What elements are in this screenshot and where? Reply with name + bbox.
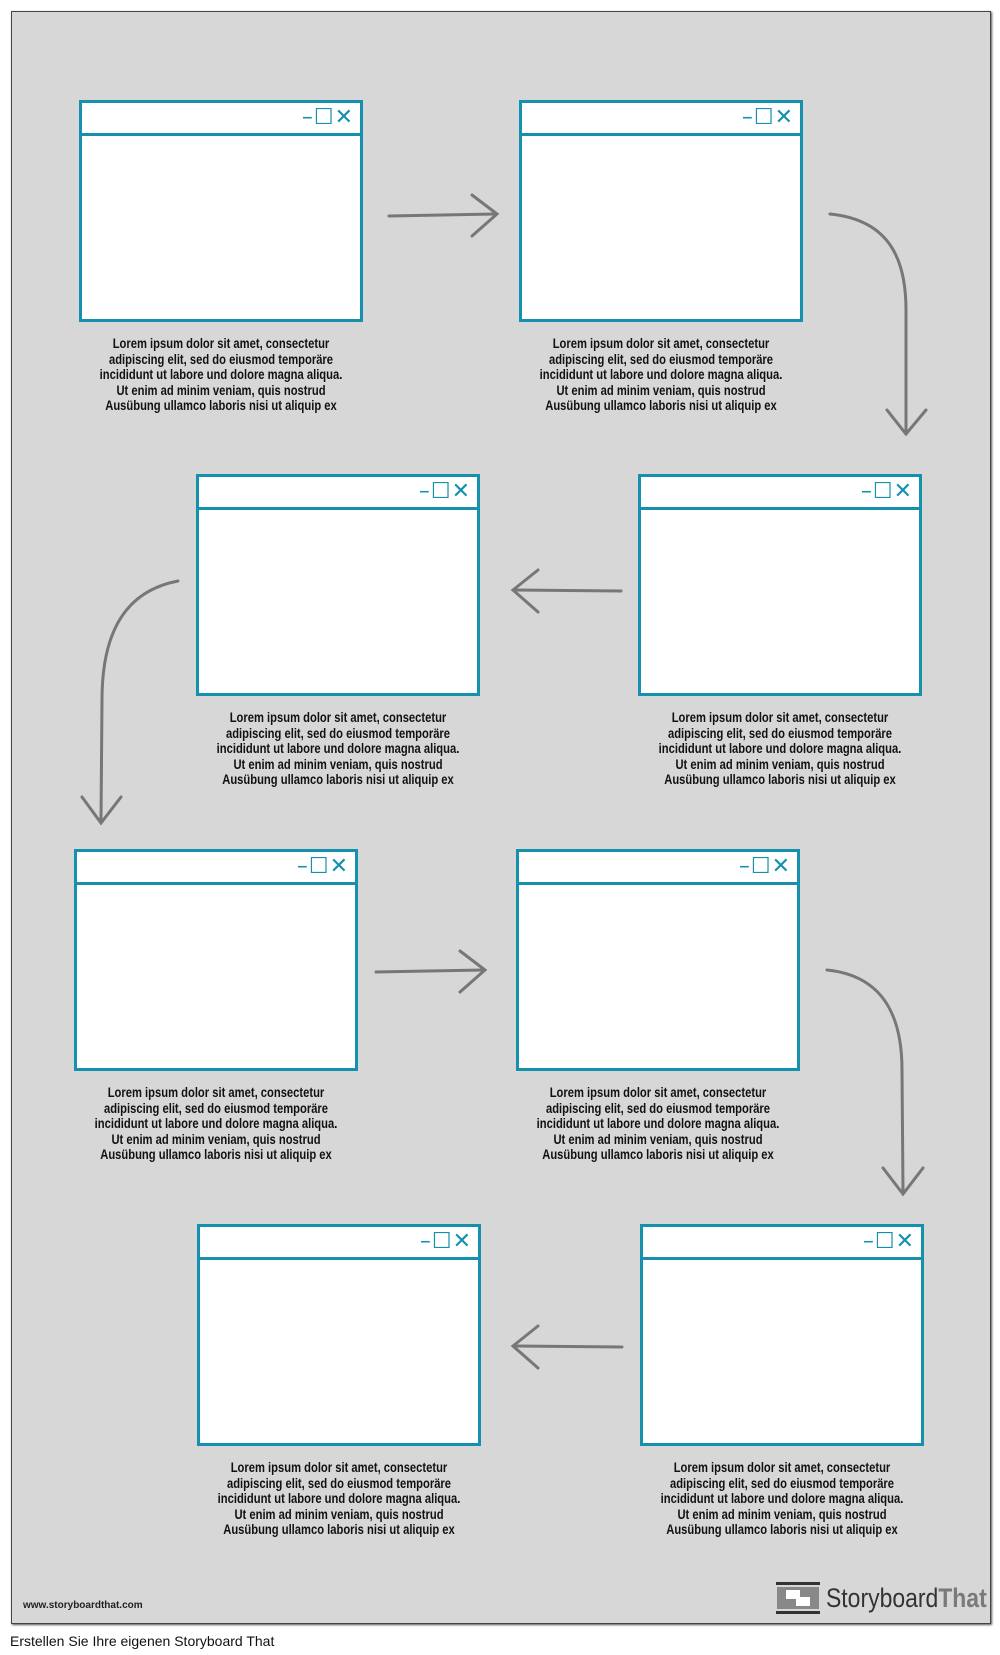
window-titlebar: –☐✕ [522,103,800,136]
caption-line: Lorem ipsum dolor sit amet, consectetur [112,335,330,351]
caption-line: Ausübung ullamco laboris nisi ut aliquip… [223,1521,455,1537]
storyboard-cell-7[interactable]: –☐✕ [640,1224,924,1446]
arrow-right-3 [374,949,488,994]
arrow-curve-down-right-1 [828,212,928,437]
caption-line: Lorem ipsum dolor sit amet, consectetur [230,1459,448,1475]
window-titlebar: –☐✕ [199,477,477,510]
caption-line: incididunt ut labore und dolore magna al… [217,1490,461,1506]
caption-line: incididunt ut labore und dolore magna al… [658,740,902,756]
window-titlebar: –☐✕ [200,1227,478,1260]
storyboard-cell-3[interactable]: –☐✕ [638,474,922,696]
caption-line: Lorem ipsum dolor sit amet, consectetur [673,1459,891,1475]
window-titlebar: –☐✕ [641,477,919,510]
window-controls-icon: –☐✕ [862,1229,915,1254]
caption-line: Lorem ipsum dolor sit amet, consectetur [552,335,770,351]
footer-url[interactable]: www.storyboardthat.com [23,1600,143,1611]
caption-line: Lorem ipsum dolor sit amet, consectetur [229,709,447,725]
caption-line: Ut enim ad minim veniam, quis nostrud [553,1130,763,1147]
window-controls-icon: –☐✕ [418,479,471,504]
caption-line: Ut enim ad minim veniam, quis nostrud [556,381,766,398]
caption-line: Ut enim ad minim veniam, quis nostrud [116,381,326,398]
storyboard-cell-8[interactable]: –☐✕ [197,1224,481,1446]
caption-line: Ausübung ullamco laboris nisi ut aliquip… [105,397,337,413]
caption-line: incididunt ut labore und dolore magna al… [99,366,343,382]
logo-text-storyboard: Storyboard [826,1582,939,1613]
caption-line: incididunt ut labore und dolore magna al… [536,1115,780,1131]
caption-line: Ausübung ullamco laboris nisi ut aliquip… [542,1146,774,1162]
window-controls-icon: –☐✕ [738,854,791,879]
caption-line: Ausübung ullamco laboris nisi ut aliquip… [222,771,454,787]
window-controls-icon: –☐✕ [296,854,349,879]
window-titlebar: –☐✕ [519,852,797,885]
window-titlebar: –☐✕ [77,852,355,885]
window-controls-icon: –☐✕ [860,479,913,504]
caption-line: Ausübung ullamco laboris nisi ut aliquip… [664,771,896,787]
caption-line: Lorem ipsum dolor sit amet, consectetur [107,1084,325,1100]
arrow-right-1 [387,193,500,238]
caption-line: incididunt ut labore und dolore magna al… [216,740,460,756]
caption-line: adipiscing elit, sed do eiusmod temporär… [103,1099,329,1116]
storyboard-cell-2[interactable]: –☐✕ [519,100,803,322]
caption-line: adipiscing elit, sed do eiusmod temporär… [108,350,334,367]
storyboard-cell-1[interactable]: –☐✕ [79,100,363,322]
caption-line: adipiscing elit, sed do eiusmod temporär… [226,1474,452,1491]
caption-line: Ut enim ad minim veniam, quis nostrud [111,1130,321,1147]
storyboard-logo-icon [776,1582,820,1614]
caption-line: adipiscing elit, sed do eiusmod temporär… [545,1099,771,1116]
arrow-curve-down-left-1 [80,579,180,826]
caption-line: Ut enim ad minim veniam, quis nostrud [233,755,443,772]
logo-text-that: That [938,1582,987,1613]
caption-line: Ausübung ullamco laboris nisi ut aliquip… [666,1521,898,1537]
caption-line: adipiscing elit, sed do eiusmod temporär… [548,350,774,367]
caption-line: Lorem ipsum dolor sit amet, consectetur [549,1084,767,1100]
caption-line: Ut enim ad minim veniam, quis nostrud [677,1505,887,1522]
storyboardthat-logo[interactable]: StoryboardThat [776,1582,1000,1614]
caption-line: adipiscing elit, sed do eiusmod temporär… [225,724,451,741]
caption-line: adipiscing elit, sed do eiusmod temporär… [667,724,893,741]
caption-line: adipiscing elit, sed do eiusmod temporär… [669,1474,895,1491]
caption-line: Lorem ipsum dolor sit amet, consectetur [671,709,889,725]
storyboard-cell-5[interactable]: –☐✕ [74,849,358,1071]
caption-line: incididunt ut labore und dolore magna al… [539,366,783,382]
arrow-left-4 [510,1324,624,1370]
caption-line: incididunt ut labore und dolore magna al… [660,1490,904,1506]
arrow-left-2 [510,568,623,614]
caption-line: Ut enim ad minim veniam, quis nostrud [234,1505,444,1522]
window-controls-icon: –☐✕ [741,105,794,130]
window-titlebar: –☐✕ [82,103,360,136]
window-controls-icon: –☐✕ [419,1229,472,1254]
caption-line: incididunt ut labore und dolore magna al… [94,1115,338,1131]
window-titlebar: –☐✕ [643,1227,921,1260]
caption-line: Ausübung ullamco laboris nisi ut aliquip… [545,397,777,413]
window-controls-icon: –☐✕ [301,105,354,130]
caption-line: Ausübung ullamco laboris nisi ut aliquip… [100,1146,332,1162]
caption-line: Ut enim ad minim veniam, quis nostrud [675,755,885,772]
storyboard-cell-4[interactable]: –☐✕ [196,474,480,696]
arrow-curve-down-right-2 [825,968,925,1197]
create-storyboard-link[interactable]: Erstellen Sie Ihre eigenen Storyboard Th… [10,1633,275,1649]
storyboard-cell-6[interactable]: –☐✕ [516,849,800,1071]
